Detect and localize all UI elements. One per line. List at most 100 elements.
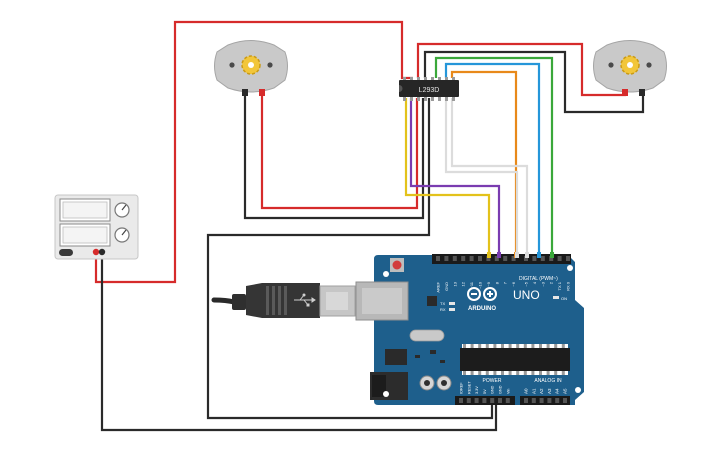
pin-label: ~10 — [478, 281, 483, 289]
arduino-model: UNO — [513, 288, 540, 302]
header-pin[interactable] — [547, 398, 552, 403]
wire-purple[interactable] — [409, 98, 501, 255]
header-pin[interactable] — [486, 256, 491, 261]
header-pin[interactable] — [539, 398, 544, 403]
pin-label: ~5 — [524, 281, 529, 286]
top-header-pins — [436, 256, 570, 261]
wire-green[interactable] — [434, 56, 554, 255]
atmega-chip — [460, 344, 570, 375]
pin-label: 4 — [532, 281, 537, 284]
pin-label: 12 — [461, 281, 466, 286]
header-pin[interactable] — [531, 398, 536, 403]
chip-pins-top — [403, 77, 455, 81]
header-pin[interactable] — [555, 398, 560, 403]
header-pin[interactable] — [549, 256, 554, 261]
header-pin[interactable] — [557, 256, 562, 261]
power-label: POWER — [483, 378, 502, 384]
pin-label: RESET — [467, 381, 471, 394]
pin-label: GND — [444, 282, 449, 291]
header-pin[interactable] — [452, 256, 457, 261]
wire-motor1-black[interactable] — [243, 96, 425, 220]
dc-motor-right[interactable] — [593, 40, 667, 97]
header-pin[interactable] — [494, 256, 499, 261]
wire-psu-negative[interactable] — [100, 252, 498, 432]
analog-label: ANALOG IN — [534, 378, 562, 384]
header-pin[interactable] — [498, 398, 502, 403]
pin-label: AREF — [436, 281, 441, 292]
wire-white-2[interactable] — [450, 98, 529, 255]
header-pin[interactable] — [532, 256, 537, 261]
pin-label: 5V — [483, 389, 487, 394]
pin-label: RX 0 — [566, 281, 571, 291]
wire-motor2-black[interactable] — [423, 50, 645, 114]
bottom-header-pins — [459, 398, 567, 403]
header-pin[interactable] — [505, 398, 510, 403]
arduino-logo-text: ARDUINO — [468, 306, 496, 312]
header-pin[interactable] — [459, 398, 463, 403]
wire-blue[interactable] — [444, 62, 541, 255]
power-switch[interactable] — [59, 249, 73, 256]
l293d-chip[interactable]: L293D — [399, 77, 459, 101]
header-pin[interactable] — [436, 256, 440, 261]
header-pin[interactable] — [524, 256, 528, 261]
on-label: ON — [561, 296, 567, 301]
wires — [94, 20, 645, 432]
header-pin[interactable] — [461, 256, 466, 261]
digital-label: DIGITAL (PWM~) — [519, 276, 558, 282]
header-pin[interactable] — [478, 256, 482, 261]
usb-icon — [294, 293, 316, 307]
tx-label: TX — [440, 301, 445, 306]
wire-yellow[interactable] — [404, 98, 491, 255]
header-pin[interactable] — [482, 398, 487, 403]
pin-label: A0 — [524, 388, 529, 394]
pin-label: GND — [491, 385, 495, 394]
arduino-logo: ARDUINO UNO — [467, 287, 540, 312]
power-supply-icon[interactable] — [54, 194, 139, 260]
usb-cable-icon[interactable] — [211, 283, 356, 318]
pin-label: 2 — [549, 281, 554, 284]
pin-label: ~11 — [469, 281, 474, 288]
pin-label: 7 — [503, 281, 508, 284]
pin-label: A4 — [555, 388, 560, 394]
header-pin[interactable] — [524, 398, 528, 403]
rx-label: RX — [440, 307, 446, 312]
wire-motor1-red[interactable] — [260, 96, 419, 210]
pin-label: TX 1 — [557, 281, 562, 290]
pin-label: ~9 — [486, 281, 491, 286]
wire-psu-positive[interactable] — [94, 20, 413, 284]
wire-ground-loop[interactable] — [206, 98, 494, 420]
dc-motor-left[interactable] — [214, 40, 288, 97]
pin-label: GND — [499, 385, 503, 394]
header-pin[interactable] — [503, 256, 508, 261]
header-pin[interactable] — [474, 398, 479, 403]
pin-label: IOREF — [460, 382, 464, 394]
wire-orange[interactable] — [450, 70, 518, 255]
header-wire-ends — [487, 252, 554, 258]
wire-white-1[interactable] — [444, 98, 519, 255]
pin-label: A3 — [547, 388, 552, 394]
header-pin[interactable] — [490, 398, 495, 403]
chip-label: L293D — [419, 87, 440, 94]
infinity-logo-icon — [467, 287, 497, 301]
chip-pins-bottom — [403, 97, 455, 101]
pin-label: 8 — [494, 281, 499, 284]
pin-label: A1 — [531, 388, 536, 394]
pin-label: ~3 — [540, 281, 545, 286]
gear-icon — [620, 55, 640, 75]
header-pin[interactable] — [563, 398, 567, 403]
header-pin[interactable] — [444, 256, 449, 261]
header-pin[interactable] — [469, 256, 474, 261]
reset-button-icon[interactable] — [390, 258, 404, 272]
pin-label: 3.3V — [475, 386, 479, 394]
header-pin[interactable] — [466, 398, 471, 403]
header-pin[interactable] — [511, 256, 516, 261]
pin-label: A2 — [539, 388, 544, 394]
pin-label: 13 — [452, 281, 457, 286]
header-pin[interactable] — [540, 256, 545, 261]
header-pin[interactable] — [566, 256, 570, 261]
pin-label: Vin — [506, 389, 510, 394]
